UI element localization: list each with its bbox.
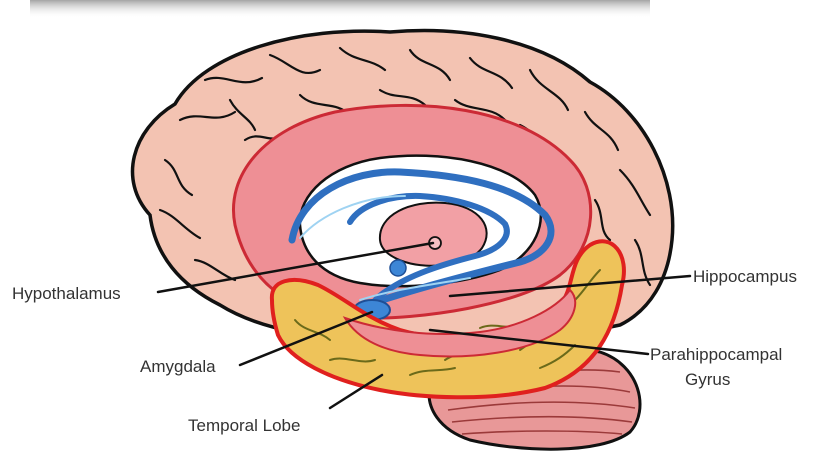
label-parahippocampal-1: Parahippocampal [650, 345, 782, 364]
label-temporal-lobe: Temporal Lobe [188, 416, 300, 435]
label-hypothalamus: Hypothalamus [12, 284, 121, 303]
label-hippocampus: Hippocampus [693, 267, 797, 286]
label-parahippocampal-2: Gyrus [685, 370, 730, 389]
top-shadow-strip [30, 0, 650, 18]
mammillary-body [390, 260, 406, 276]
label-amygdala: Amygdala [140, 357, 216, 376]
